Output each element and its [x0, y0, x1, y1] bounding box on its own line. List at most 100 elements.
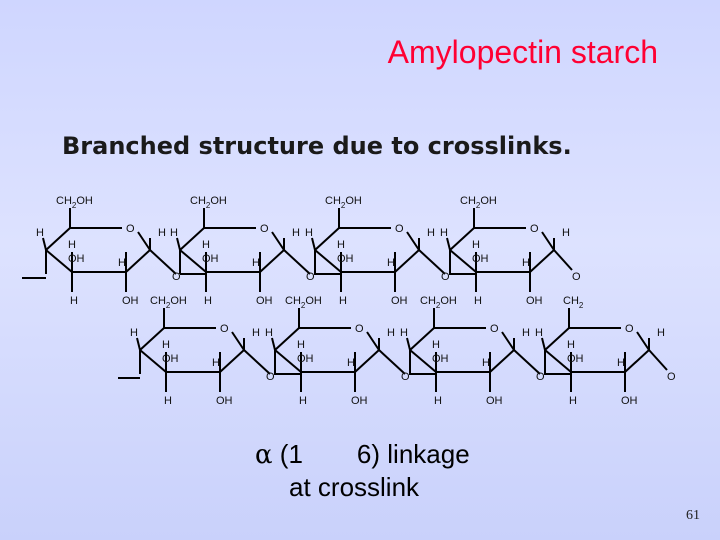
ringb2-c3-hydroxyl: OH — [432, 353, 449, 365]
ringt3-stub-c4-h — [446, 237, 451, 251]
ringb3-bond-c1-terminal — [648, 349, 668, 371]
ringt0-c1-hydrogen: H — [158, 227, 166, 239]
ringt1-c6-ch2oh-label: CH2OH — [190, 195, 227, 210]
ringt2-c1-hydrogen: H — [427, 227, 435, 239]
ringb3-bond-c1-c2 — [624, 349, 650, 373]
ringb0-c2-hydrogen: H — [212, 357, 220, 369]
ringt3-c6-ch2oh-label: CH2OH — [460, 195, 497, 210]
ringt1-c1-hydrogen: H — [292, 227, 300, 239]
ringb3-c3-hydroxyl: OH — [567, 353, 584, 365]
ringt3-c2-hydrogen: H — [522, 257, 530, 269]
page-number: 61 — [686, 508, 700, 523]
ringb3-c1-hydrogen: H — [657, 327, 665, 339]
ringt1-c3-lower-hydrogen: H — [204, 295, 212, 307]
ringb2-bond-c3-c4 — [409, 349, 437, 373]
ringt0-stub-c4-h — [42, 237, 47, 251]
ringb2-c4-hydrogen: H — [400, 327, 408, 339]
ringt1-bridge-oxygen: O — [306, 271, 315, 283]
ringt1-stub-c4-h — [176, 237, 181, 251]
ringb2-stub-c4-h — [406, 337, 411, 351]
ringb1-c3-hydrogen: H — [297, 339, 305, 351]
ringt2-c6-ch2oh-label: CH2OH — [325, 195, 362, 210]
ringt0-bond-c4-c5 — [45, 227, 71, 251]
ringt0-c3-hydrogen: H — [68, 239, 76, 251]
ringt1-c4-hydrogen: H — [170, 227, 178, 239]
ringt2-stub-c4-h — [311, 237, 316, 251]
ringb0-bond-c4-c5 — [139, 327, 165, 351]
ringb3-c3-hydrogen: H — [567, 339, 575, 351]
ringb3-ring-oxygen: O — [625, 323, 634, 335]
ringb0-ring-oxygen: O — [220, 323, 229, 335]
ringt1-bond-c4-c5 — [179, 227, 205, 251]
ringt1-bond-c1-link — [283, 249, 311, 275]
ringt2-c3-lower-hydrogen: H — [339, 295, 347, 307]
ringb1-ring-oxygen: O — [355, 323, 364, 335]
ringb1-bridge-oxygen: O — [401, 371, 410, 383]
ringt1-ring-oxygen: O — [260, 223, 269, 235]
ringb2-bond-c1-link — [513, 349, 541, 375]
ringt0-c3-lower-hydrogen: H — [70, 295, 78, 307]
ringb3-c4-hydrogen: H — [535, 327, 543, 339]
ringb2-c3-lower-hydrogen: H — [434, 395, 442, 407]
ringt2-bond-c1-link — [418, 249, 446, 275]
ringt1-bond-o5-c1 — [271, 231, 285, 251]
ringt3-c1-hydrogen: H — [562, 227, 570, 239]
ringb3-c2-lower-hydroxyl: OH — [621, 395, 638, 407]
ringb2-bridge-oxygen: O — [536, 371, 545, 383]
ringb2-bond-c4-c5 — [409, 327, 435, 351]
ringb0-bond-c3-c4 — [139, 349, 167, 373]
ringb1-bond-c1-c2 — [354, 349, 380, 373]
ringb1-bond-c1-link — [378, 349, 406, 375]
ringt0-c3-hydroxyl: OH — [68, 253, 85, 265]
ringb1-stub-c4-h — [271, 337, 276, 351]
ringt2-bond-o5-c1 — [406, 231, 420, 251]
ringt3-bond-c4-c5 — [449, 227, 475, 251]
ringt3-bond-c1-c2 — [529, 249, 555, 273]
ringb1-bond-o5-c1 — [366, 331, 380, 351]
ringb2-c2-hydrogen: H — [482, 357, 490, 369]
ringb0-bond-c1-link — [243, 349, 271, 375]
ringt3-c4-hydrogen: H — [440, 227, 448, 239]
caption-open: (1 — [279, 439, 303, 469]
ringt0-bond-o5-c1 — [137, 231, 151, 251]
ringb1-c6-ch2oh-label: CH2OH — [285, 295, 322, 310]
ringt2-bridge-oxygen: O — [441, 271, 450, 283]
ringb0-bond-c1-c2 — [219, 349, 245, 373]
ringb2-c6-ch2oh-label: CH2OH — [420, 295, 457, 310]
ringb3-bond-o5-c1 — [636, 331, 650, 351]
ringb3-terminal-oxygen: O — [667, 371, 676, 383]
ringb0-c6-ch2oh-label: CH2OH — [150, 295, 187, 310]
ringb0-c3-lower-hydrogen: H — [164, 395, 172, 407]
ringt3-bond-c1-terminal — [553, 249, 573, 271]
ringt0-c4-hydrogen: H — [36, 227, 44, 239]
ringt0-bridge-oxygen: O — [172, 271, 181, 283]
ringb3-stub-c4-h — [541, 337, 546, 351]
ringt0-c2-lower-hydroxyl: OH — [122, 295, 139, 307]
ringt2-c3-hydrogen: H — [337, 239, 345, 251]
ringb2-c1-hydrogen: H — [522, 327, 530, 339]
ringt1-c3-hydroxyl: OH — [202, 253, 219, 265]
ringt1-c2-lower-hydroxyl: OH — [256, 295, 273, 307]
ringb0-c2-lower-hydroxyl: OH — [216, 395, 233, 407]
ringb2-c3-hydrogen: H — [432, 339, 440, 351]
alpha-symbol: α — [255, 440, 273, 470]
ringt0-bond-c3-c4 — [45, 249, 73, 273]
ringb3-c2-hydrogen: H — [617, 357, 625, 369]
ringt0-ring-oxygen: O — [126, 223, 135, 235]
ringt3-c3-hydrogen: H — [472, 239, 480, 251]
ringb1-bond-c3-c4 — [274, 349, 302, 373]
ringb3-c3-lower-hydrogen: H — [569, 395, 577, 407]
ringt2-c2-hydrogen: H — [387, 257, 395, 269]
ringb2-bond-o5-c1 — [501, 331, 515, 351]
ringt3-ring-oxygen: O — [530, 223, 539, 235]
ringb1-c3-hydroxyl: OH — [297, 353, 314, 365]
ringb0-bridge-oxygen: O — [266, 371, 275, 383]
ringt2-bond-c4-c5 — [314, 227, 340, 251]
ringt3-bond-o5-c1 — [541, 231, 555, 251]
ringb2-ring-oxygen: O — [490, 323, 499, 335]
ringb2-bond-c1-c2 — [489, 349, 515, 373]
ringb1-c2-lower-hydroxyl: OH — [351, 395, 368, 407]
ringt3-terminal-oxygen: O — [572, 271, 581, 283]
